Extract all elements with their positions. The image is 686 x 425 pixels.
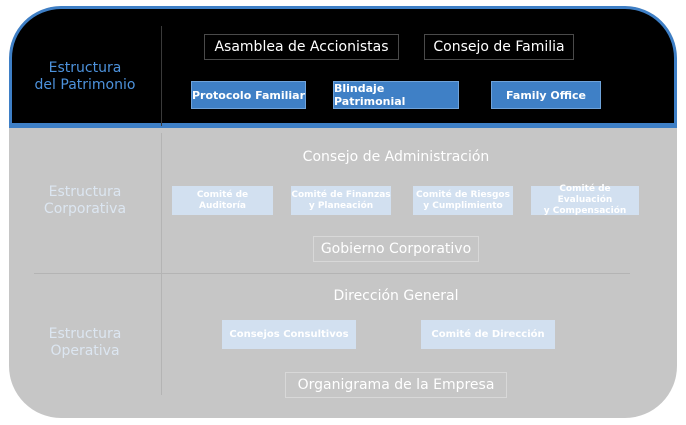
lower-divider	[161, 133, 162, 395]
blindaje-patrimonial-button[interactable]: Blindaje Patrimonial	[333, 81, 459, 109]
patrimonio-title: Estructura del Patrimonio	[34, 60, 136, 93]
consejo-administracion-label: Consejo de Administración	[302, 149, 490, 165]
direccion-general-label: Dirección General	[333, 288, 459, 304]
structure-diagram: Estructura del Patrimonio Asamblea de Ac…	[9, 6, 677, 418]
consejos-consultivos-button[interactable]: Consejos Consultivos	[222, 320, 356, 349]
family-office-button[interactable]: Family Office	[491, 81, 601, 109]
comite-auditoria-button[interactable]: Comité de Auditoría	[172, 186, 273, 215]
comite-direccion-button[interactable]: Comité de Dirección	[421, 320, 555, 349]
protocolo-familiar-button[interactable]: Protocolo Familiar	[191, 81, 306, 109]
operativa-title: Estructura Operativa	[48, 326, 122, 359]
consejo-familia-box: Consejo de Familia	[424, 34, 574, 60]
patrimonio-divider	[161, 26, 162, 126]
organigrama-box: Organigrama de la Empresa	[285, 372, 507, 398]
gobierno-corporativo-box: Gobierno Corporativo	[313, 236, 479, 262]
section-separator	[34, 273, 630, 274]
asamblea-box: Asamblea de Accionistas	[204, 34, 399, 60]
corporativa-title: Estructura Corporativa	[43, 184, 127, 217]
